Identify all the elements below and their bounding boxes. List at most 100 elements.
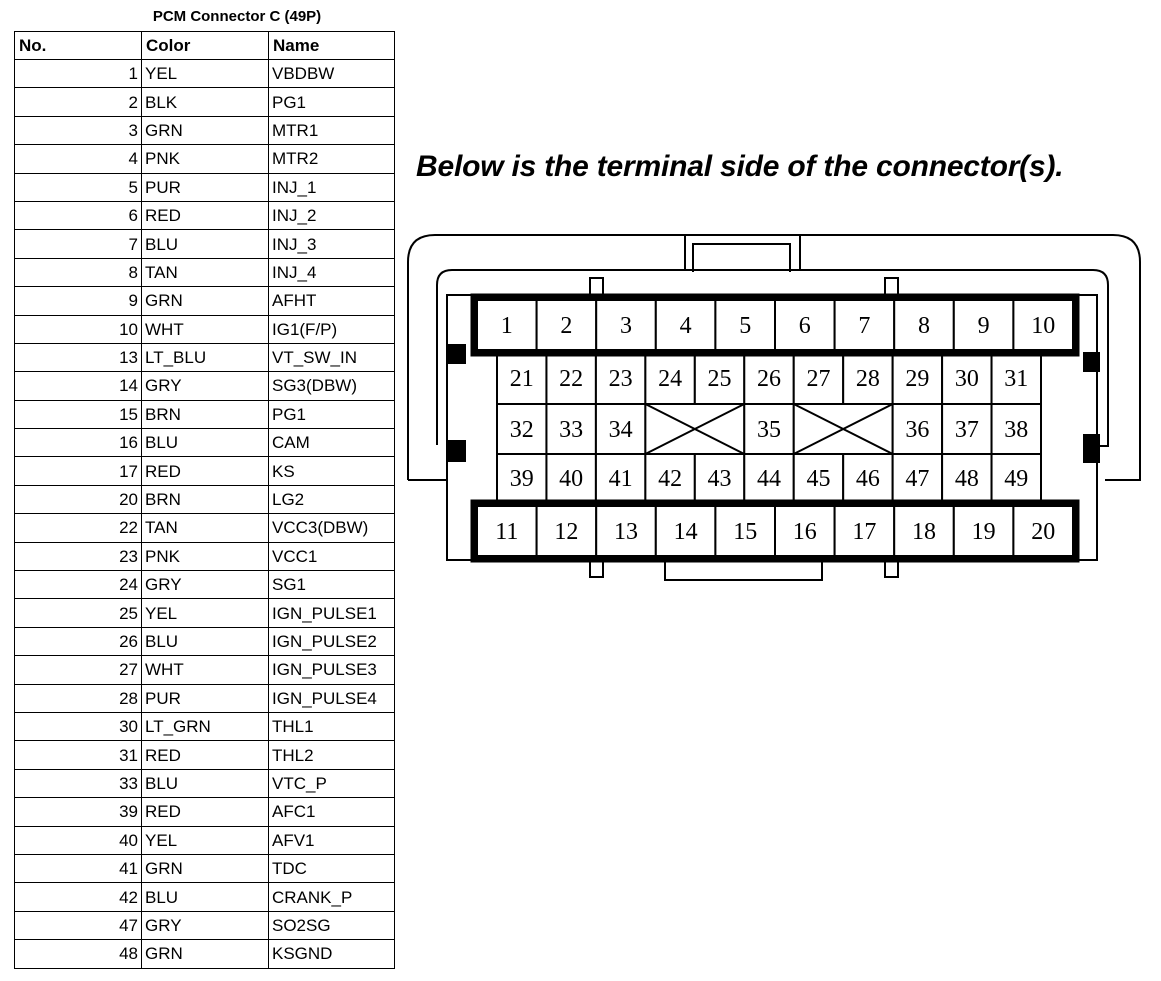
wire-color: RED <box>141 797 269 827</box>
terminal-23-label: 23 <box>609 366 633 392</box>
terminal-13-label: 13 <box>614 519 638 545</box>
header-no: No. <box>14 31 142 60</box>
terminal-15-label: 15 <box>733 519 757 545</box>
wire-color: PUR <box>141 683 269 713</box>
terminal-48-label: 48 <box>955 466 979 492</box>
signal-name: INJ_3 <box>268 229 395 259</box>
terminal-30-label: 30 <box>955 366 979 392</box>
terminal-14 <box>654 505 717 557</box>
terminal-36 <box>891 403 944 455</box>
table-header: No. Color Name <box>14 31 395 60</box>
signal-name: VCC1 <box>268 541 395 572</box>
signal-name: PG1 <box>268 399 395 430</box>
pin-number: 23 <box>14 541 142 572</box>
terminal-4 <box>654 299 717 351</box>
terminal-45-label: 45 <box>806 466 830 492</box>
bottom-row-frame <box>470 499 1080 563</box>
pin-number: 41 <box>14 853 142 884</box>
terminal-20-label: 20 <box>1031 519 1055 545</box>
signal-name: IGN_PULSE1 <box>268 598 395 628</box>
terminal-39-label: 39 <box>510 466 534 492</box>
terminal-25 <box>693 351 746 405</box>
top-row-frame <box>470 293 1080 357</box>
terminal-42-label: 42 <box>658 466 682 492</box>
wire-color: YEL <box>141 598 269 628</box>
terminal-6 <box>774 299 836 351</box>
terminal-12 <box>535 505 598 557</box>
terminal-40-label: 40 <box>559 466 583 492</box>
pin-number: 31 <box>14 740 142 770</box>
signal-name: THL2 <box>268 740 395 770</box>
terminal-28 <box>842 351 894 405</box>
terminal-27 <box>792 351 845 405</box>
signal-name: IGN_PULSE4 <box>268 683 395 713</box>
terminal-1 <box>476 299 538 351</box>
terminal-33-label: 33 <box>559 417 583 443</box>
signal-name: KSGND <box>268 939 395 969</box>
terminal-42 <box>644 453 696 503</box>
pin-number: 13 <box>14 342 142 373</box>
terminal-34-label: 34 <box>609 417 633 443</box>
pin-number: 25 <box>14 598 142 628</box>
wire-color: LT_GRN <box>141 711 269 742</box>
terminal-5 <box>714 299 777 351</box>
terminal-14-label: 14 <box>674 519 698 545</box>
blocked-cavity-cross <box>793 403 894 455</box>
terminal-32-label: 32 <box>510 417 534 443</box>
pin-number: 20 <box>14 484 142 515</box>
signal-name: CAM <box>268 428 395 458</box>
terminal-18 <box>893 505 955 557</box>
terminal-1-label: 1 <box>501 313 513 339</box>
terminal-39 <box>496 453 548 503</box>
terminal-4-label: 4 <box>680 313 692 339</box>
signal-name: SG1 <box>268 570 395 600</box>
signal-name: IGN_PULSE2 <box>268 626 395 657</box>
wire-color: BRN <box>141 399 269 430</box>
pin-number: 27 <box>14 655 142 685</box>
wire-color: GRY <box>141 371 269 401</box>
terminal-8-label: 8 <box>918 313 930 339</box>
terminal-26-label: 26 <box>757 366 781 392</box>
signal-name: VBDBW <box>268 58 395 89</box>
terminal-30 <box>941 351 993 405</box>
terminal-46-label: 46 <box>856 466 880 492</box>
wire-color: WHT <box>141 655 269 685</box>
table-title: PCM Connector C (49P) <box>152 8 322 25</box>
terminal-38-label: 38 <box>1004 417 1028 443</box>
wire-color: GRN <box>141 115 269 146</box>
latches <box>448 344 1100 463</box>
terminal-22 <box>545 351 597 405</box>
wire-color: GRY <box>141 570 269 600</box>
terminal-19-label: 19 <box>972 519 996 545</box>
terminal-22-label: 22 <box>559 366 583 392</box>
signal-name: MTR2 <box>268 144 395 174</box>
terminal-7 <box>833 299 896 351</box>
signal-name: AFV1 <box>268 825 395 855</box>
signal-name: INJ_2 <box>268 200 395 231</box>
terminal-35-label: 35 <box>757 417 781 443</box>
terminal-49-label: 49 <box>1004 466 1028 492</box>
terminal-8 <box>893 299 955 351</box>
terminal-36-label: 36 <box>905 417 929 443</box>
terminal-10-label: 10 <box>1031 313 1055 339</box>
terminal-35 <box>743 403 795 455</box>
wire-color: PNK <box>141 144 269 174</box>
terminal-12-label: 12 <box>554 519 578 545</box>
terminal-16-label: 16 <box>793 519 817 545</box>
wire-color: GRN <box>141 939 269 969</box>
wire-color: BRN <box>141 484 269 515</box>
terminal-37 <box>941 403 993 455</box>
terminal-38 <box>990 403 1043 455</box>
